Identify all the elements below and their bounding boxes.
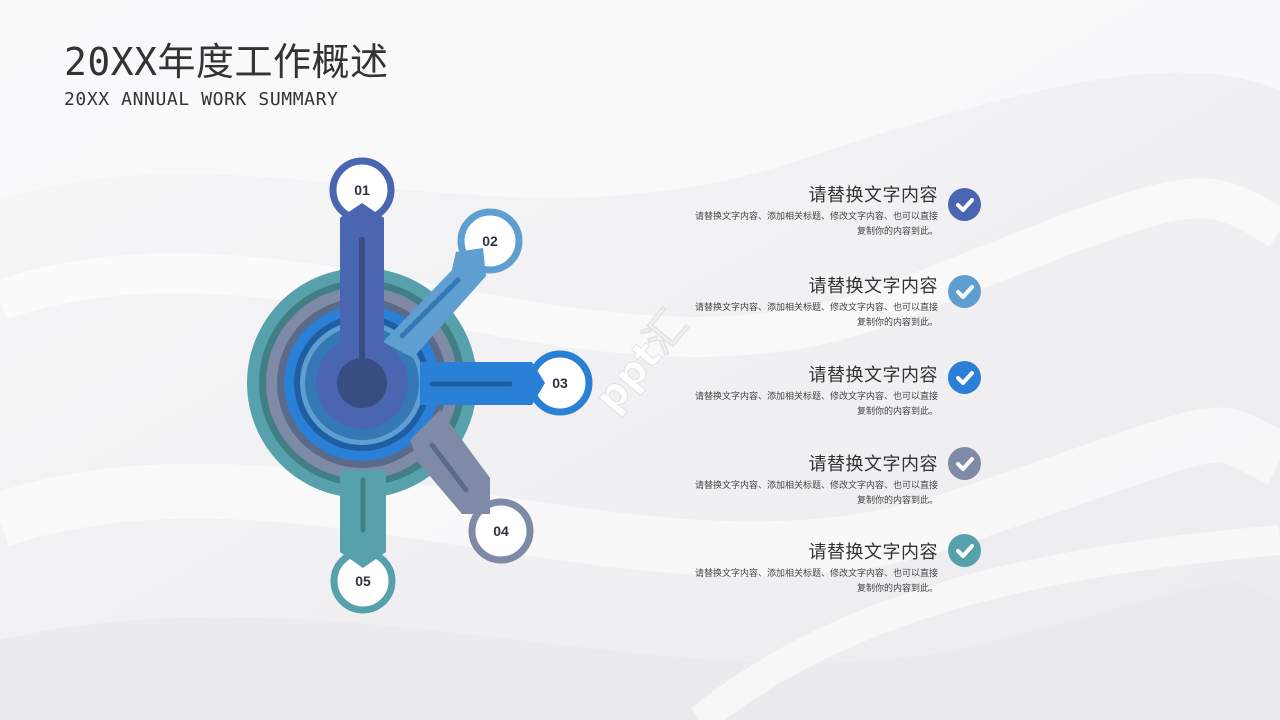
item-desc-line2: 复制你的内容到此。 — [856, 407, 938, 417]
item-desc-line1: 请替换文字内容、添加相关标题、修改文字内容、也可以直接 — [694, 481, 938, 491]
list-item-2: 请替换文字内容 请替换文字内容、添加相关标题、修改文字内容、也可以直接 复制你的… — [618, 276, 938, 331]
list-item-1: 请替换文字内容 请替换文字内容、添加相关标题、修改文字内容、也可以直接 复制你的… — [618, 185, 938, 240]
check-circle-icon — [948, 361, 981, 394]
node-04-circle — [462, 498, 534, 564]
item-title: 请替换文字内容 — [808, 185, 938, 206]
arm-04 — [410, 410, 490, 514]
item-title: 请替换文字内容 — [808, 454, 938, 475]
item-title: 请替换文字内容 — [808, 542, 938, 563]
page-subtitle: 20XX ANNUAL WORK SUMMARY — [64, 89, 339, 110]
check-circle-icon — [948, 188, 981, 221]
node-05-label: 05 — [355, 573, 371, 589]
node-02-label: 02 — [482, 233, 498, 249]
node-04-label: 04 — [493, 523, 509, 539]
item-title: 请替换文字内容 — [808, 365, 938, 386]
node-03-label: 03 — [552, 375, 568, 391]
item-desc-line2: 复制你的内容到此。 — [856, 584, 938, 594]
node-01-label: 01 — [354, 182, 370, 198]
item-desc-line1: 请替换文字内容、添加相关标题、修改文字内容、也可以直接 — [694, 212, 938, 222]
list-item-5: 请替换文字内容 请替换文字内容、添加相关标题、修改文字内容、也可以直接 复制你的… — [618, 542, 938, 597]
item-title: 请替换文字内容 — [808, 276, 938, 297]
item-desc-line2: 复制你的内容到此。 — [856, 496, 938, 506]
item-desc-line1: 请替换文字内容、添加相关标题、修改文字内容、也可以直接 — [694, 303, 938, 313]
check-circle-icon — [948, 447, 981, 480]
check-circle-icon — [948, 275, 981, 308]
arm-01 — [316, 203, 408, 429]
list-item-3: 请替换文字内容 请替换文字内容、添加相关标题、修改文字内容、也可以直接 复制你的… — [618, 365, 938, 420]
node-01-circle — [329, 157, 395, 226]
item-desc-line2: 复制你的内容到此。 — [856, 227, 938, 237]
item-desc-line1: 请替换文字内容、添加相关标题、修改文字内容、也可以直接 — [694, 392, 938, 402]
node-02-circle — [452, 208, 523, 290]
node-03-circle — [520, 350, 593, 416]
page-title: 20XX年度工作概述 — [64, 40, 389, 84]
list-item-4: 请替换文字内容 请替换文字内容、添加相关标题、修改文字内容、也可以直接 复制你的… — [618, 454, 938, 509]
item-desc-line1: 请替换文字内容、添加相关标题、修改文字内容、也可以直接 — [694, 569, 938, 579]
item-desc-line2: 复制你的内容到此。 — [856, 318, 938, 328]
arm-03 — [420, 362, 545, 405]
check-circle-icon — [948, 534, 981, 567]
node-05-circle — [330, 540, 396, 614]
